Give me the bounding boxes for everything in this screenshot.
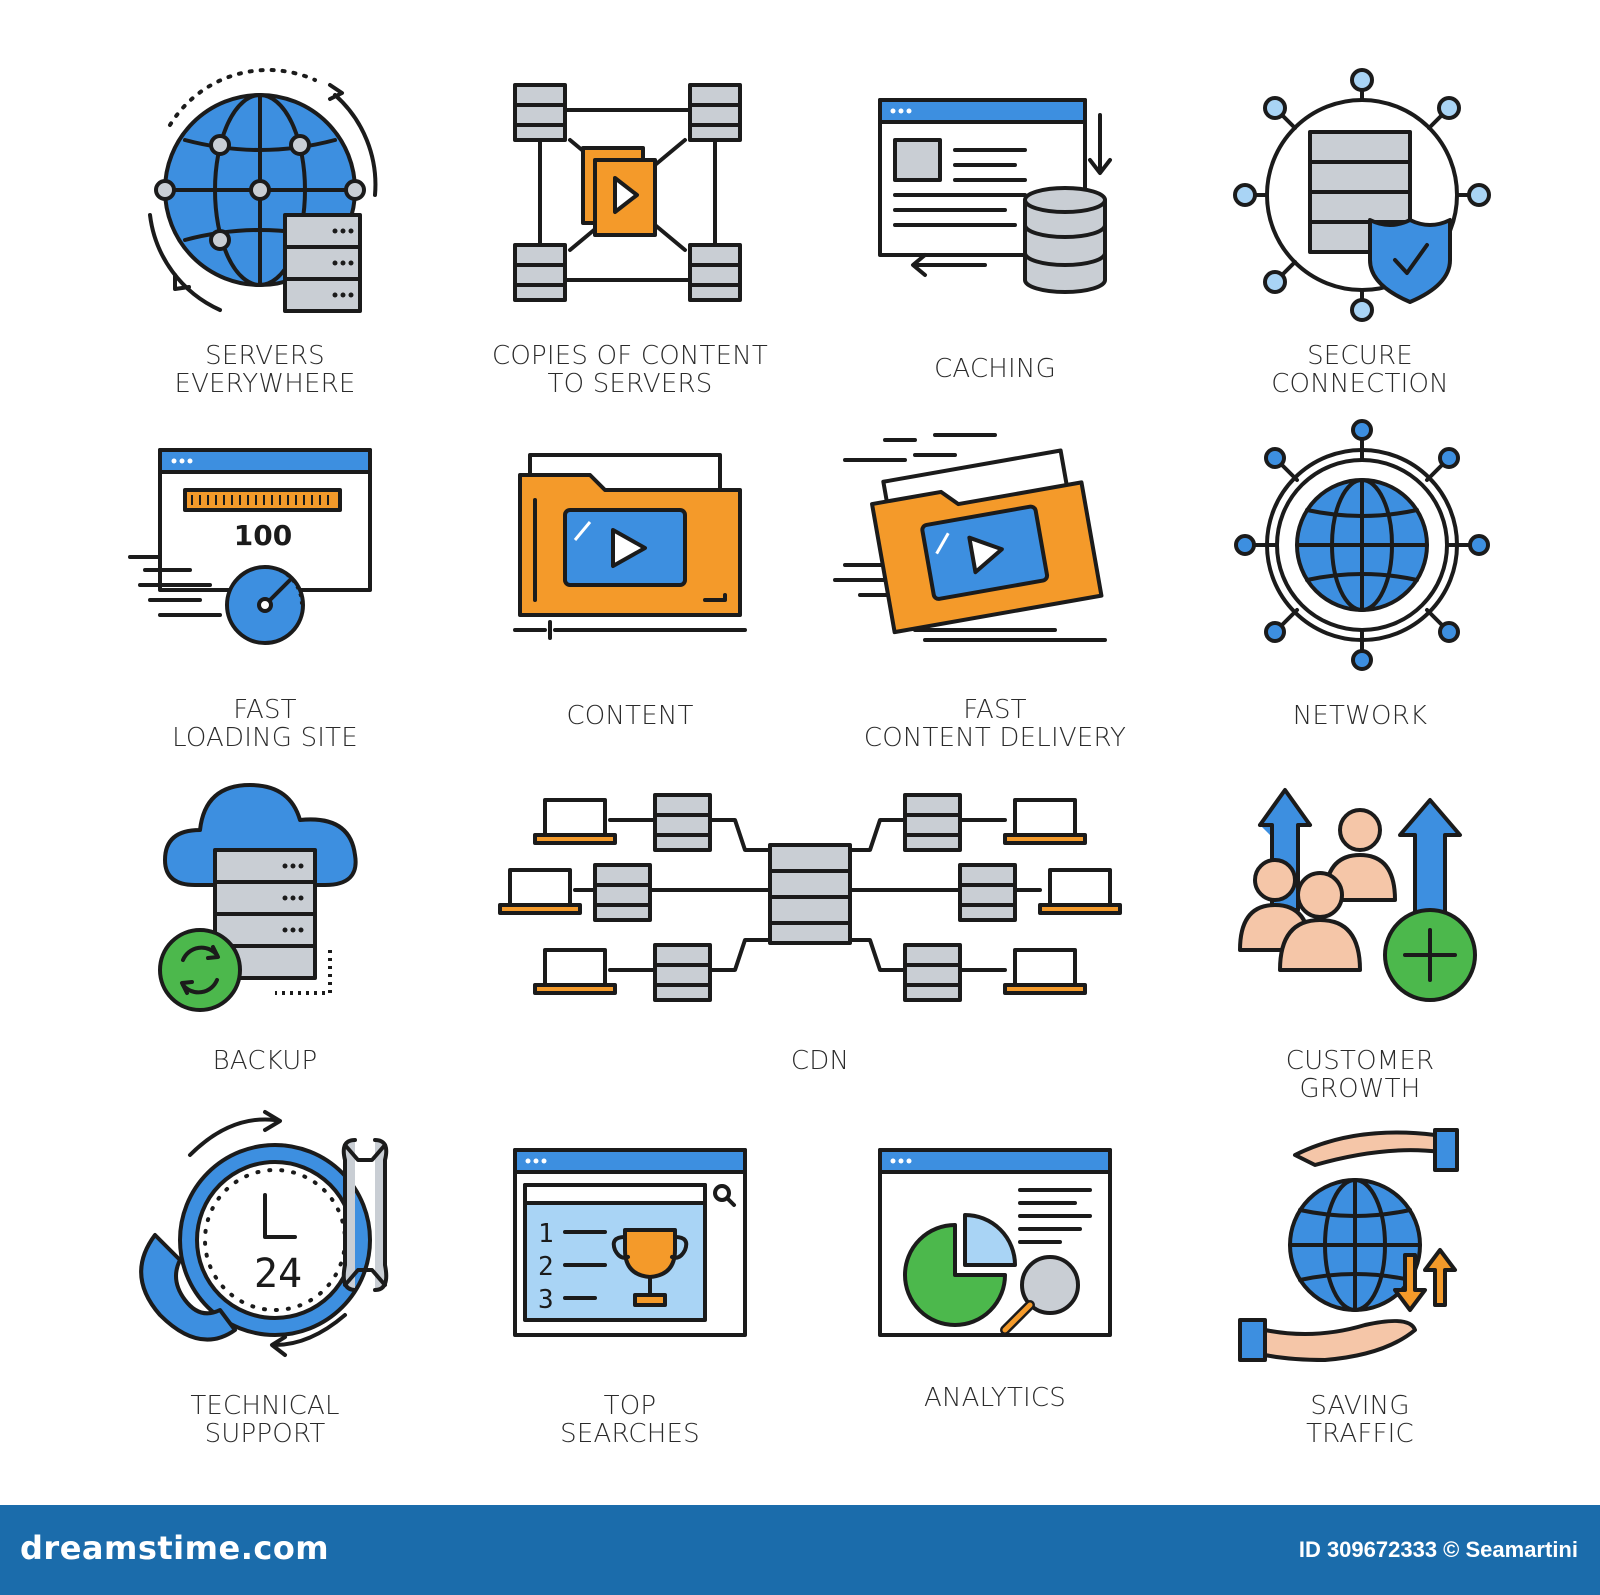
label-backup: BACKUP [212,1046,318,1076]
label-cdn: CDN [790,1046,850,1076]
rank-3: 3 [538,1285,554,1315]
speed-value: 100 [234,519,292,552]
content-folder-icon [513,453,747,640]
label-content: CONTENT [566,701,694,731]
top-searches-icon: 1 2 3 [513,1148,747,1337]
servers-everywhere-icon [148,68,378,313]
footer-bar: dreamstime.com ID 309672333 © Seamartini [0,1505,1600,1595]
backup-cloud-icon [158,783,358,1012]
cdn-diagram-icon [498,793,1122,1002]
image-credit: ID 309672333 © Seamartini [1298,1537,1578,1562]
saving-traffic-icon [1238,1128,1459,1362]
network-globe-icon [1234,419,1490,671]
label-network: NETWORK [1292,701,1428,731]
clock-text: 24 [254,1251,302,1297]
analytics-icon [878,1148,1112,1337]
caching-icon [878,98,1112,294]
label-analytics: ANALYTICS [924,1383,1066,1413]
rank-2: 2 [538,1252,554,1282]
fast-loading-site-icon: 100 [128,448,372,645]
technical-support-icon: 24 [139,1110,389,1357]
customer-growth-icon [1238,788,1477,1002]
rank-1: 1 [538,1219,554,1249]
brand-logo[interactable]: dreamstime.com [20,1529,330,1567]
fast-content-delivery-icon [833,433,1107,642]
label-caching: CACHING [934,354,1056,384]
copies-of-content-icon [513,83,742,302]
secure-connection-icon [1233,68,1491,322]
